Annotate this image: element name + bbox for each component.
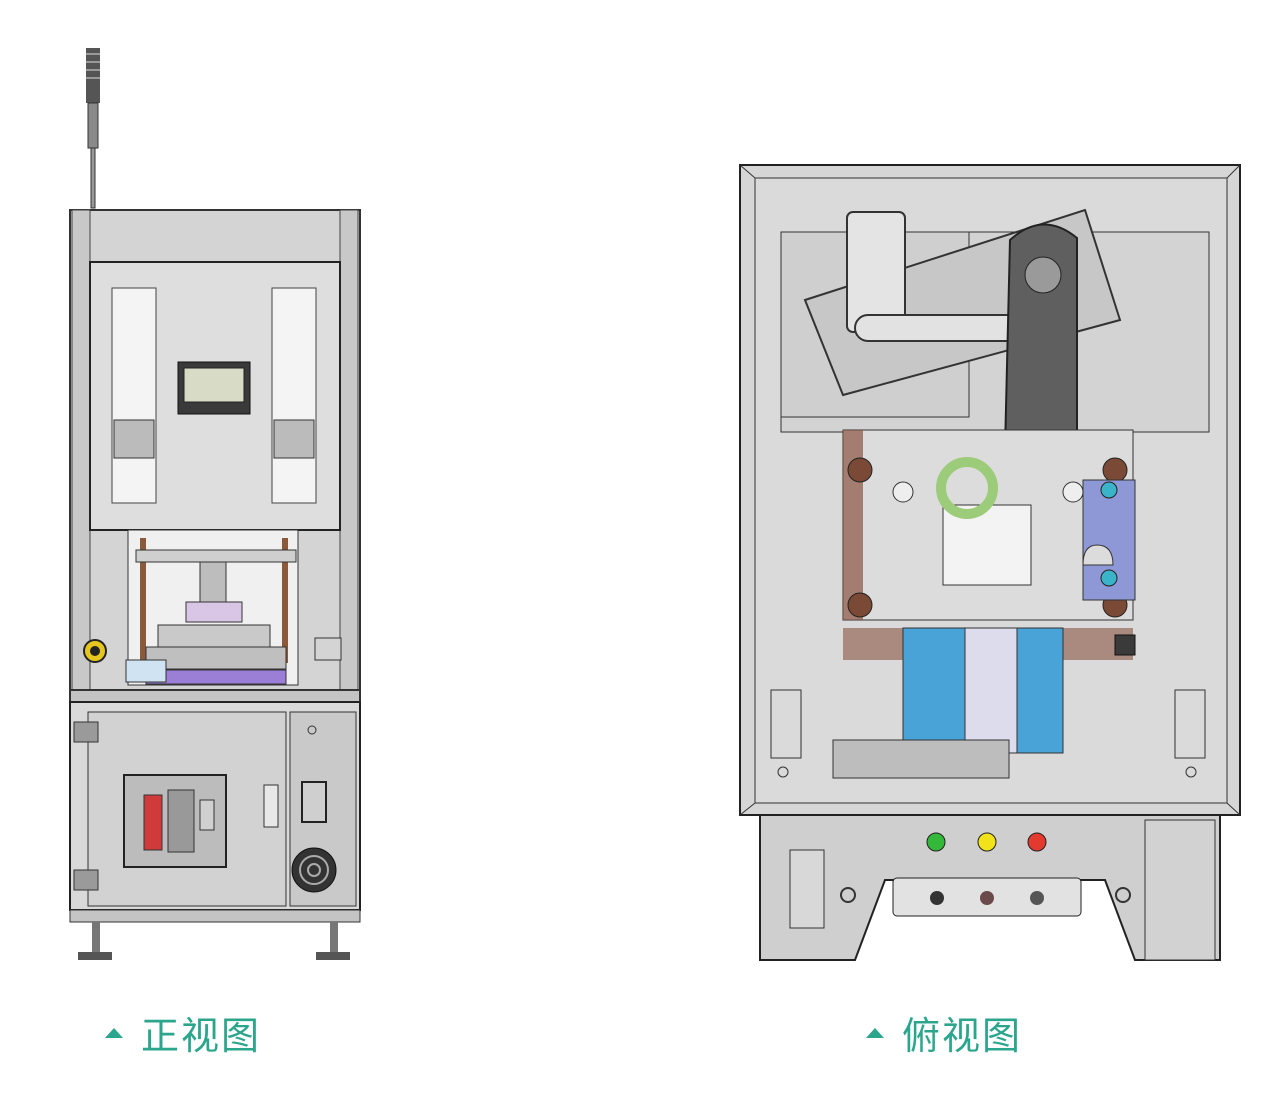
triangle-up-icon <box>105 1027 123 1038</box>
door-handle <box>263 784 279 828</box>
triangle-up-icon <box>866 1027 884 1038</box>
front-view-label: 正视图 <box>141 1014 262 1058</box>
signal-tower-lights <box>86 48 100 103</box>
top-view-drawing <box>725 150 1255 970</box>
yellow-lamp-icon <box>977 832 997 852</box>
front-view-caption: 正视图 <box>105 1005 261 1060</box>
power-switch <box>301 781 327 823</box>
green-lamp-icon <box>926 832 946 852</box>
leveling-foot-left <box>78 952 112 960</box>
fixture-base <box>145 669 287 685</box>
top-view-label: 俯视图 <box>902 1014 1023 1058</box>
fan-icon <box>291 847 337 893</box>
top-view-caption: 俯视图 <box>866 1005 1022 1060</box>
fixture-block <box>1082 479 1136 601</box>
leveling-foot-right <box>316 952 350 960</box>
right-window <box>271 287 317 504</box>
top-view-svg <box>739 164 1241 961</box>
front-view-drawing <box>50 40 380 980</box>
red-lamp-icon <box>1027 832 1047 852</box>
left-window <box>111 287 157 504</box>
front-view-svg <box>69 48 361 960</box>
front-control-box <box>759 814 1221 961</box>
